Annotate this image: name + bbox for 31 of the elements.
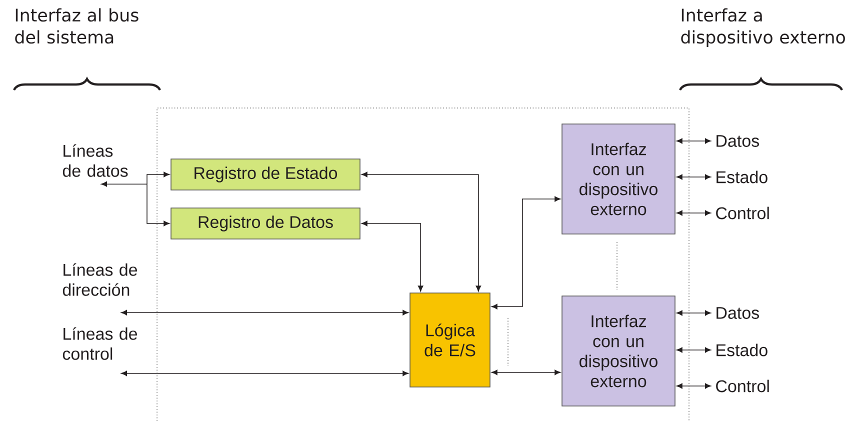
arrow <box>676 310 711 316</box>
logic-box: Lógica de E/S <box>410 292 490 388</box>
signal-label: Control <box>716 380 769 392</box>
signal-label: Estado <box>716 170 768 184</box>
register-box: Registro de Datos <box>170 208 360 240</box>
interface-box: Interfaz con un dispositivo externo <box>562 124 676 234</box>
signal-label: Control <box>716 206 769 220</box>
arrow <box>676 347 711 353</box>
arrow <box>676 174 711 180</box>
signal-label: Datos <box>716 307 759 319</box>
arrow <box>361 220 424 292</box>
arrow <box>361 172 482 292</box>
arrow <box>676 383 711 389</box>
arrow <box>676 138 711 144</box>
line-label: Líneas de control <box>62 327 138 360</box>
arrow <box>491 370 561 376</box>
line-label: Líneas de datos <box>62 144 128 177</box>
register-box: Registro de Estado <box>170 158 360 190</box>
arrow <box>146 172 170 184</box>
arrow <box>676 210 711 216</box>
arrow <box>121 370 409 376</box>
arrow <box>101 181 148 187</box>
arrow <box>491 196 561 310</box>
signal-label: Estado <box>716 344 768 356</box>
line-label: Líneas de dirección <box>62 263 138 296</box>
arrow <box>146 184 170 226</box>
arrow <box>121 310 409 316</box>
section-heading: Interfaz a dispositivo externo <box>681 8 845 48</box>
section-heading: Interfaz al bus del sistema <box>15 8 138 44</box>
interface-box: Interfaz con un dispositivo externo <box>562 296 676 406</box>
signal-label: Datos <box>716 135 759 147</box>
